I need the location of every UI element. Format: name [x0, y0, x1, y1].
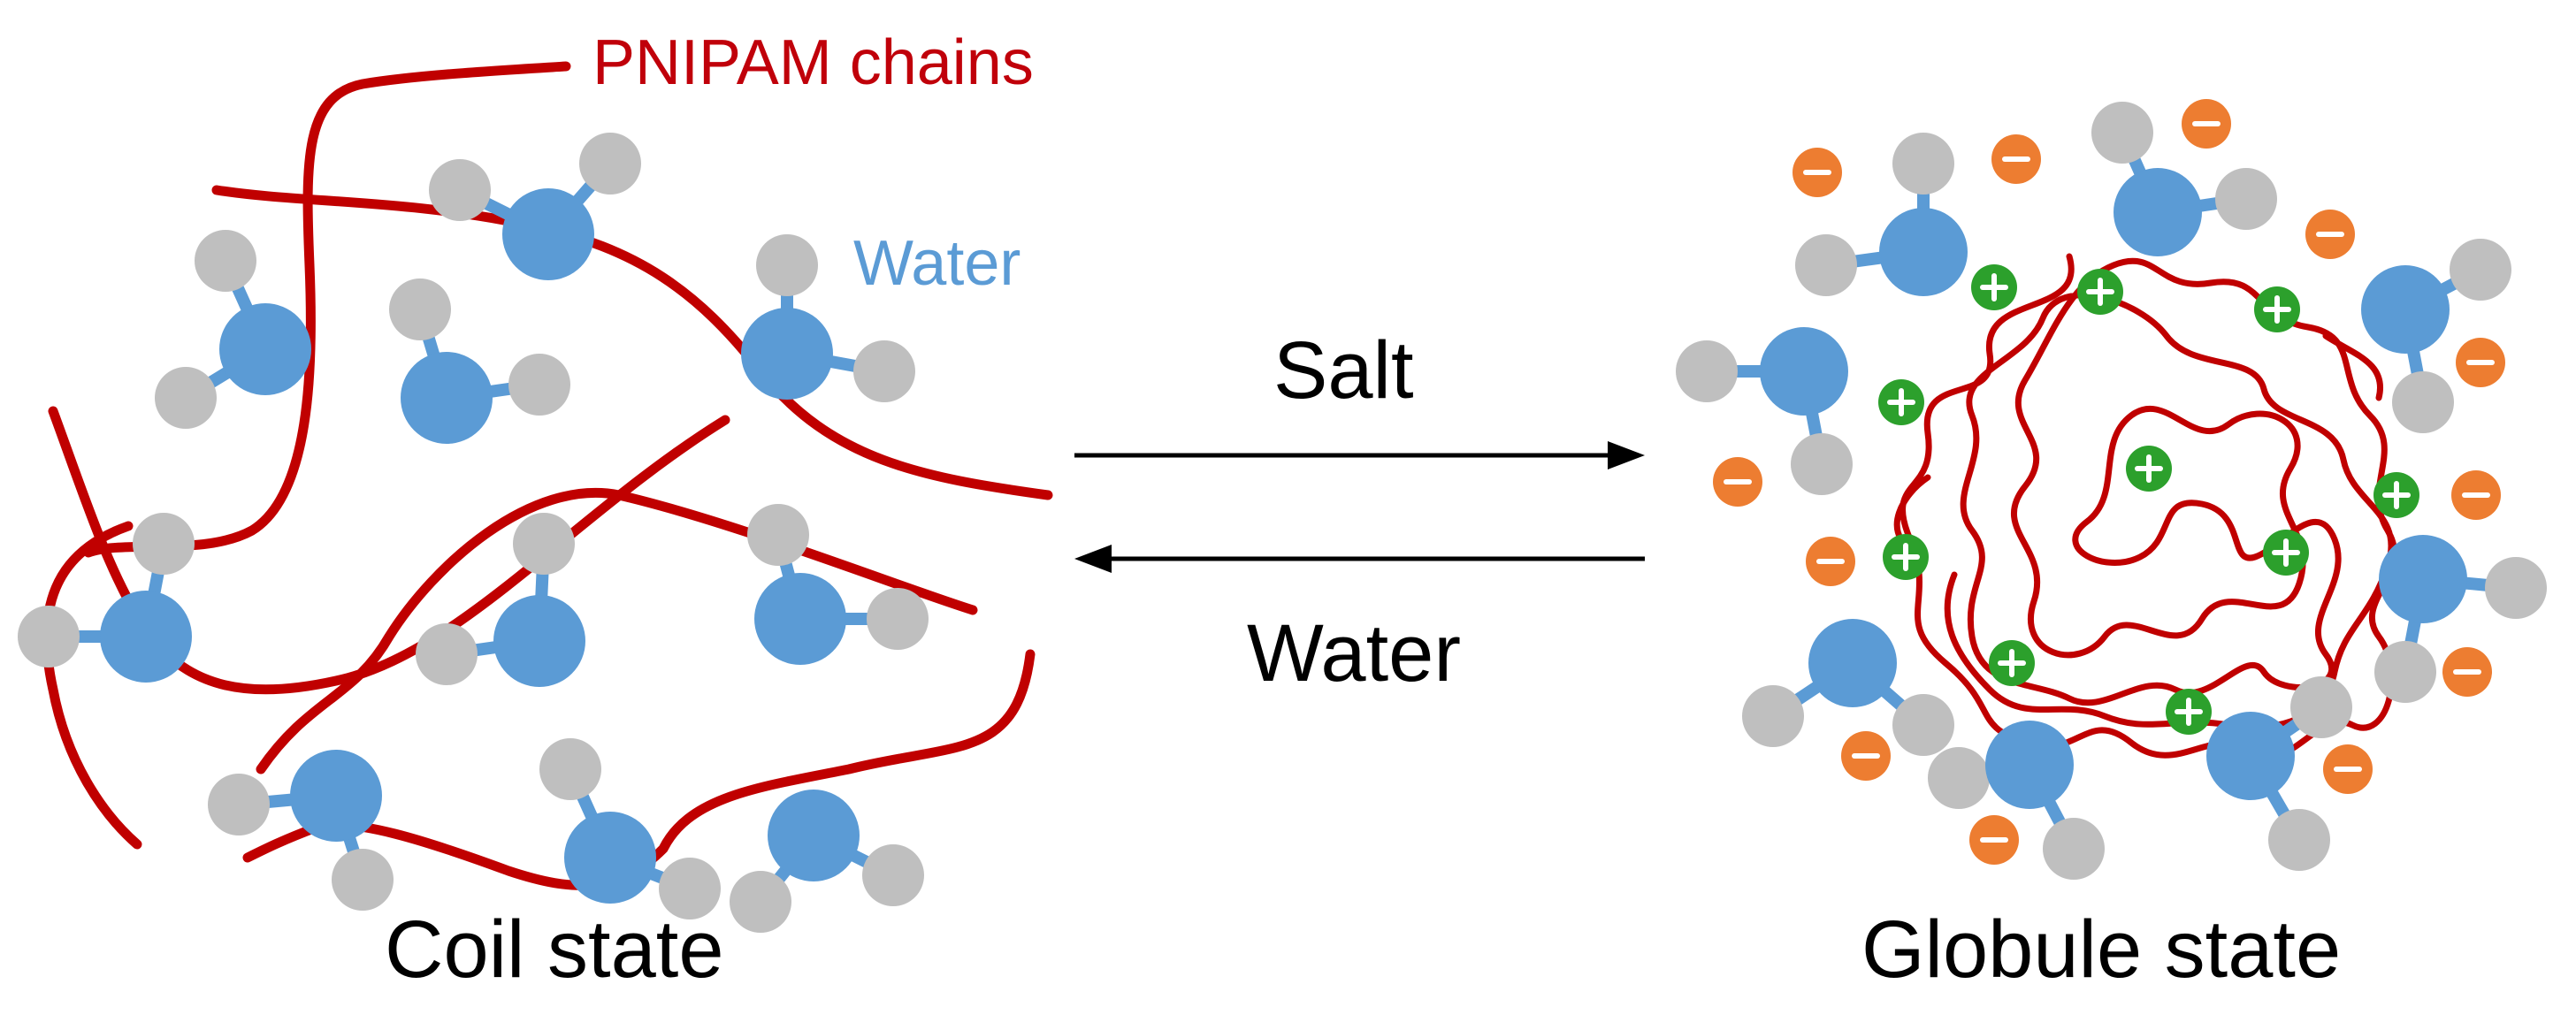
water-molecule [1928, 721, 2105, 880]
water-molecule [1742, 619, 1954, 756]
water-molecules-coil [18, 133, 929, 933]
pnipam-chains-label: PNIPAM chains [592, 27, 1034, 98]
cations [1878, 264, 2419, 735]
anion [2442, 647, 2492, 697]
forward-arrowhead [1608, 441, 1645, 469]
cation [2373, 472, 2419, 518]
anion [2182, 99, 2231, 149]
anion [1991, 134, 2041, 184]
water-molecule [208, 750, 394, 911]
water-molecules-globule [1676, 102, 2547, 880]
pnipam-chain [211, 185, 1053, 500]
anions [1713, 99, 2505, 865]
pnipam-chain [256, 488, 978, 774]
anion [1806, 537, 1855, 586]
water-molecule [741, 234, 915, 402]
cation [2254, 286, 2300, 332]
cation [2126, 446, 2172, 492]
anion [1792, 148, 1842, 197]
cation [1989, 640, 2035, 686]
globule-state-label: Globule state [1861, 904, 2341, 995]
cation [2166, 689, 2212, 735]
coil-state-panel: PNIPAM chains Water Coil state [18, 27, 1053, 995]
water-arrow-label: Water [1247, 608, 1461, 698]
transition-arrows: Salt Water [1074, 325, 1645, 698]
anion [2451, 470, 2501, 520]
water-molecule [429, 133, 641, 280]
water-molecule [1676, 327, 1853, 495]
water-molecule [747, 504, 929, 665]
anion [2456, 338, 2505, 387]
water-molecule [155, 230, 311, 429]
cation [1971, 264, 2017, 310]
reverse-arrowhead [1074, 545, 1112, 573]
cation [2263, 530, 2309, 576]
water-molecule [730, 790, 924, 933]
anion [2323, 744, 2373, 794]
anion [1713, 457, 1762, 507]
cation [1878, 379, 1924, 425]
water-molecule [18, 513, 195, 683]
anion [1969, 815, 2019, 865]
anion [2305, 210, 2355, 259]
water-molecule [2374, 535, 2547, 703]
water-molecule-label: Water [853, 228, 1020, 299]
anion [1841, 731, 1891, 781]
water-molecule [1795, 133, 1968, 296]
salt-arrow-label: Salt [1273, 325, 1414, 416]
water-molecule [2361, 239, 2511, 433]
cation [2077, 269, 2123, 315]
water-molecule [389, 278, 570, 444]
water-molecule [539, 738, 721, 919]
globule-state-panel: Globule state [1676, 99, 2547, 995]
pnipam-chain [83, 61, 571, 558]
coil-state-label: Coil state [385, 904, 724, 995]
cation [1883, 534, 1929, 580]
pnipam-chain [42, 521, 142, 850]
water-molecule [2091, 102, 2277, 256]
water-molecule [2206, 676, 2352, 871]
water-molecule [416, 513, 585, 687]
